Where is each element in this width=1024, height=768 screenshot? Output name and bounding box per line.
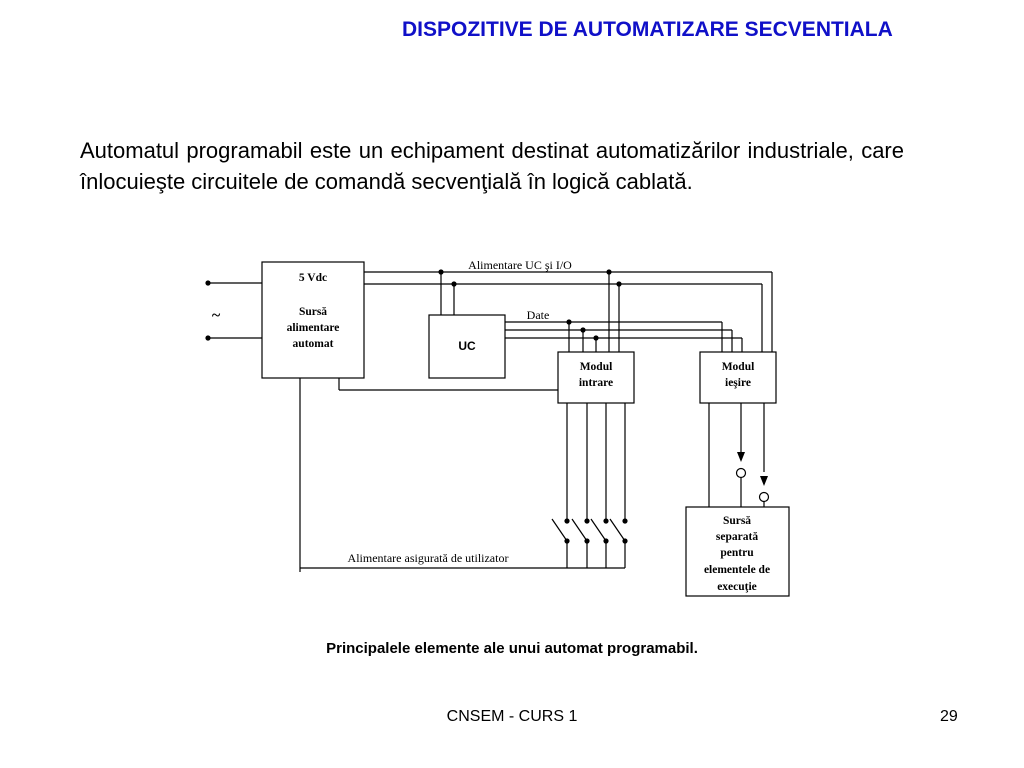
input-module	[557, 351, 635, 404]
user-supply-label: Alimentare asigurată de utilizator	[348, 551, 509, 565]
footer-course: CNSEM - CURS 1	[446, 708, 578, 725]
input-module-label-2: intrare	[579, 377, 613, 389]
cpu-label: UC	[458, 339, 476, 353]
separate-supply-label-5: execuţie	[717, 581, 757, 593]
output-lamp-2	[758, 491, 770, 503]
output-module-label-1: Modul	[722, 361, 755, 373]
output-lamp-1	[735, 467, 747, 479]
separate-supply-label-4: elementele de	[704, 564, 770, 576]
page-number: 29	[940, 708, 958, 725]
supply-label-3: alimentare	[287, 322, 340, 334]
intro-paragraph: Automatul programabil este un echipament…	[80, 138, 904, 194]
separate-supply-label-2: separată	[716, 531, 758, 543]
separate-supply-block	[685, 506, 790, 597]
ac-symbol: ~	[212, 307, 221, 324]
supply-label-2: Sursă	[299, 306, 327, 318]
figure-caption: Principalele elemente ale unui automat p…	[326, 640, 698, 657]
cpu-block	[428, 314, 506, 379]
supply-block	[261, 261, 365, 379]
slide-title: DISPOZITIVE DE AUTOMATIZARE SECVENTIALA	[402, 18, 893, 41]
input-module-label-1: Modul	[580, 361, 613, 373]
output-module-label-2: ieşire	[725, 377, 751, 389]
power-bus-label: Alimentare UC şi I/O	[468, 258, 572, 272]
separate-supply-label-3: pentru	[720, 547, 754, 559]
separate-supply-label-1: Sursă	[723, 515, 751, 527]
data-bus-label: Date	[527, 308, 550, 322]
supply-label-4: automat	[293, 338, 334, 350]
supply-label-1: 5 Vdc	[299, 272, 327, 284]
output-module	[699, 351, 777, 404]
